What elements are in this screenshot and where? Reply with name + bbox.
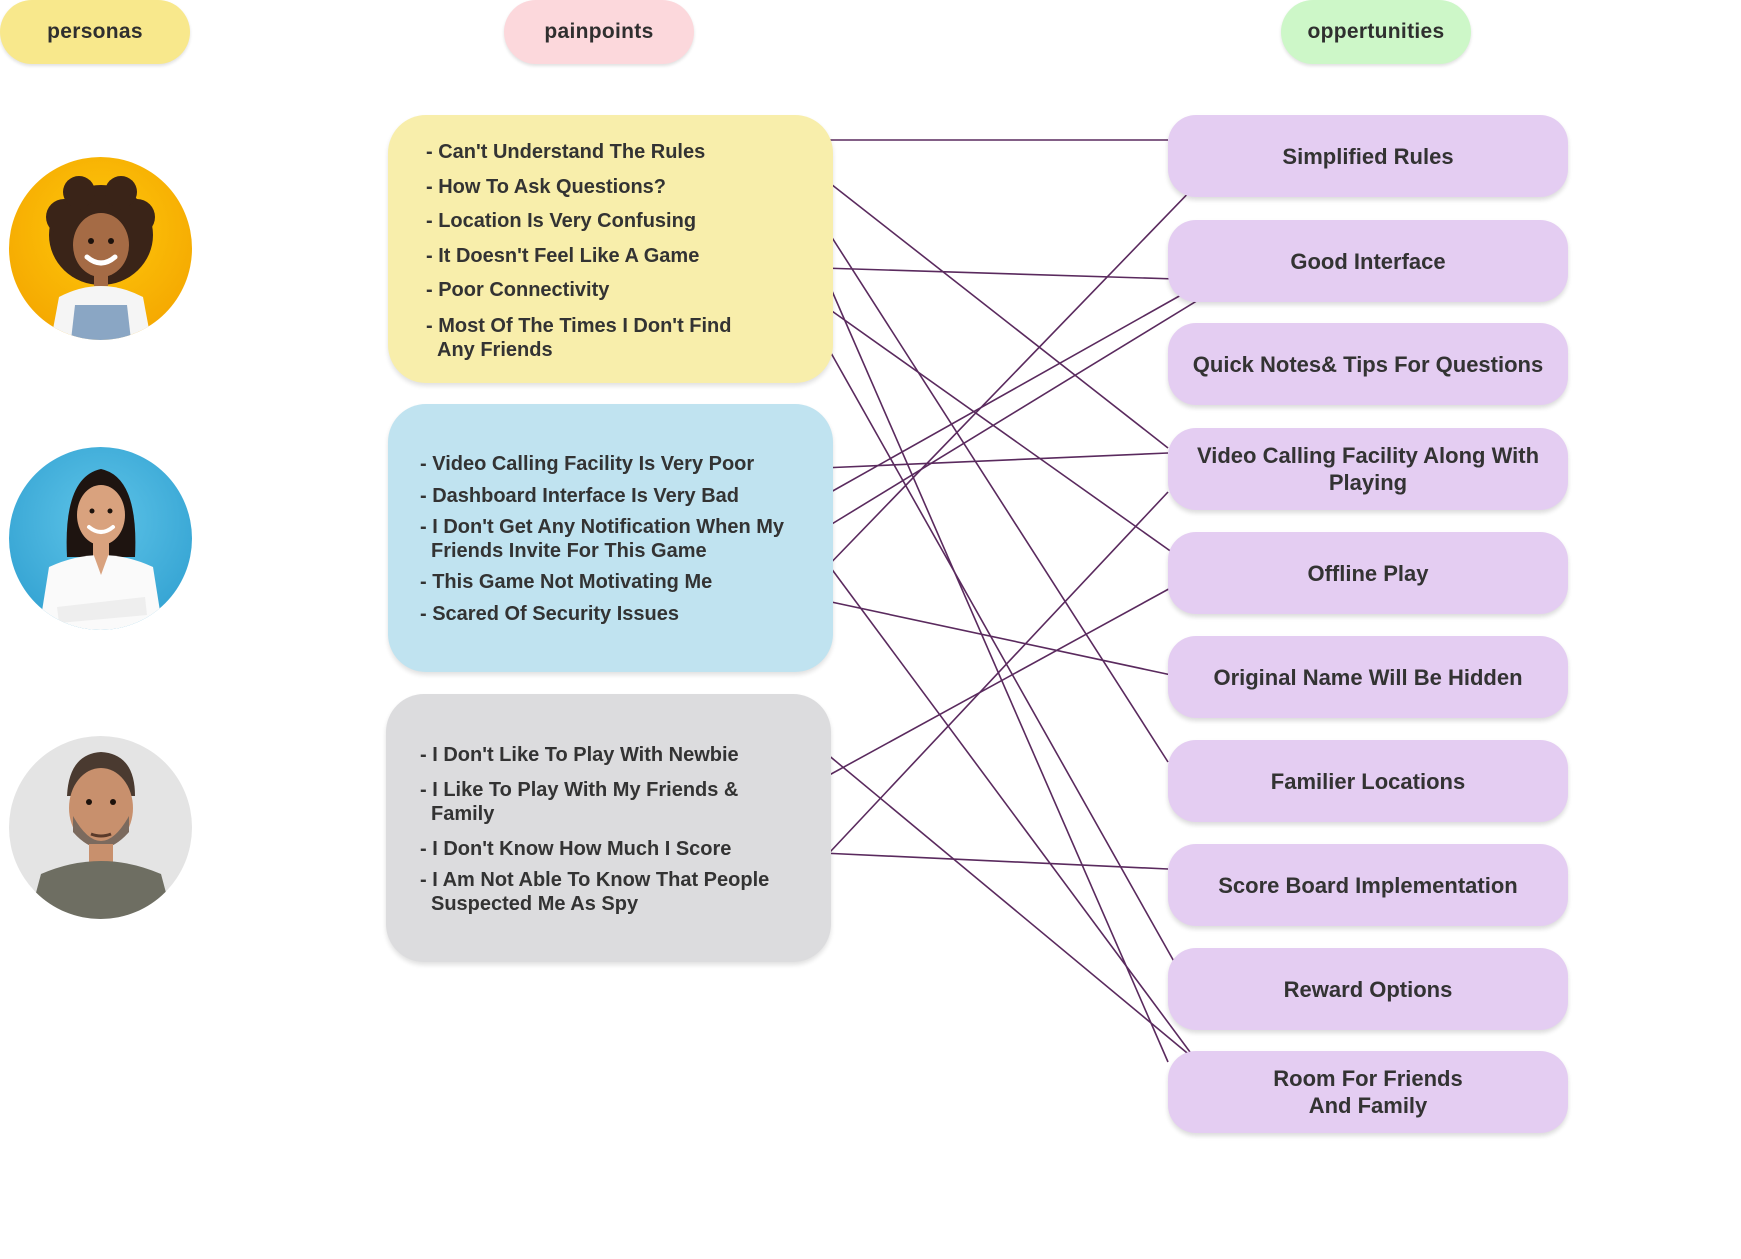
opportunity-hidden-name: Original Name Will Be Hidden (1168, 636, 1568, 718)
persona-woman-avatar (9, 447, 192, 630)
opportunity-quick-notes: Quick Notes& Tips For Questions (1168, 323, 1568, 405)
painpoint-item: - Can't Understand The Rules (426, 141, 706, 163)
connector-line (821, 584, 1177, 780)
painpoint-item: - Most Of The Times I Don't Find Any Fri… (426, 315, 732, 361)
painpoint-item: - This Game Not Motivating Me (420, 571, 713, 593)
opportunity-familiar-locations: Familier Locations (1168, 740, 1568, 822)
woman-portrait-icon (9, 447, 192, 630)
connector-line (814, 743, 1199, 1063)
child-portrait-icon (9, 157, 192, 340)
painpoint-item: - Location Is Very Confusing (426, 210, 697, 232)
connector-line (821, 221, 1169, 763)
painpoint-item: - It Doesn't Feel Like A Game (426, 245, 700, 267)
opportunity-simplified-rules: Simplified Rules (1168, 115, 1568, 197)
connector-line (821, 260, 1263, 531)
painpoint-item: - I Am Not Able To Know That People Susp… (420, 869, 770, 915)
connector-line (821, 599, 1177, 677)
painpoint-item: - Dashboard Interface Is Very Bad (420, 485, 740, 507)
connector-line (831, 290, 1169, 1063)
opportunity-good-interface: Good Interface (1168, 220, 1568, 302)
connector-line (821, 267, 1177, 280)
connector-line (821, 151, 1229, 573)
connector-line (821, 176, 1169, 449)
connector-line (821, 336, 1177, 966)
personas-header: personas (0, 0, 190, 64)
painpoint-item: - How To Ask Questions? (426, 176, 667, 198)
painpoint-group-3 (386, 694, 831, 962)
painpoint-group-1 (388, 115, 833, 383)
connector-line (814, 491, 1169, 869)
painpoint-item: - I Don't Know How Much I Score (420, 838, 732, 860)
opportunities-header: oppertunities (1281, 0, 1471, 64)
connector-line (821, 852, 1169, 870)
painpoint-item: - I Like To Play With My Friends & Famil… (420, 779, 739, 825)
man-portrait-icon (9, 736, 192, 919)
persona-man-avatar (9, 736, 192, 919)
opportunity-reward-options: Reward Options (1168, 948, 1568, 1030)
painpoint-item: - I Don't Like To Play With Newbie (420, 744, 739, 766)
painpoint-item: - Video Calling Facility Is Very Poor (420, 453, 755, 475)
painpoint-item: - Poor Connectivity (426, 279, 610, 301)
opportunity-score-board: Score Board Implementation (1168, 844, 1568, 926)
opportunity-offline-play: Offline Play (1168, 532, 1568, 614)
painpoint-group-2 (388, 404, 833, 672)
connector-line (821, 555, 1191, 1053)
painpoint-item: - I Don't Get Any Notification When My F… (420, 516, 784, 562)
connector-line (821, 452, 1169, 469)
connector-line (821, 303, 1177, 556)
connector-line (821, 289, 1191, 498)
painpoints-header: painpoints (504, 0, 694, 64)
painpoint-item: - Scared Of Security Issues (420, 603, 680, 625)
persona-child-avatar (9, 157, 192, 340)
